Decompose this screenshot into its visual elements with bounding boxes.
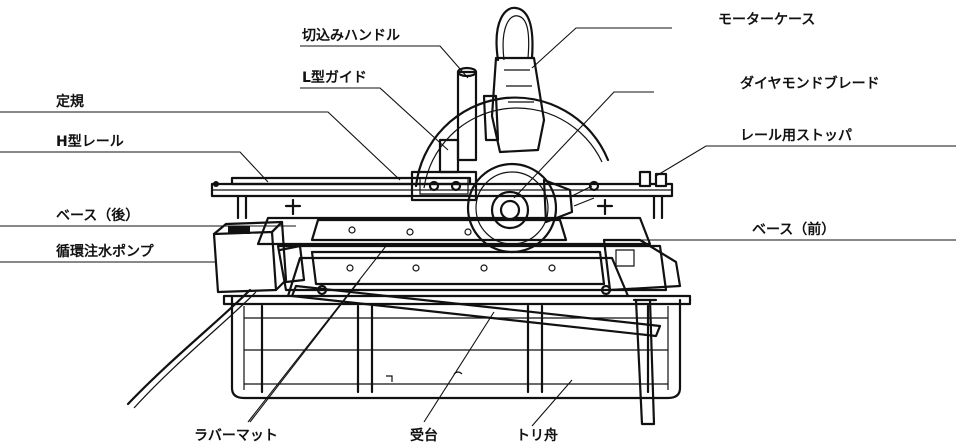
stand-drawing xyxy=(286,256,662,426)
label-h-rail: H型レール xyxy=(56,133,124,150)
label-motor-case: モーターケース xyxy=(718,12,815,28)
label-tray: トリ舟 xyxy=(516,427,558,444)
label-l-guide: L型ガイド xyxy=(302,69,367,86)
label-base-front: ベース（前） xyxy=(752,221,835,238)
leader-lines xyxy=(0,27,956,427)
h-rail-drawing xyxy=(210,170,674,220)
base-drawing xyxy=(256,216,682,296)
label-plunge-handle: 切込みハンドル xyxy=(302,27,400,44)
blade-drawing xyxy=(466,162,600,254)
label-base-rear: ベース（後） xyxy=(56,207,139,224)
tray-drawing xyxy=(222,294,692,400)
label-rail-stopper: レール用ストッパ xyxy=(740,128,852,144)
label-pump: 循環注水ポンプ xyxy=(56,243,155,260)
label-diamond-blade: ダイヤモンドブレード xyxy=(740,75,880,92)
label-stand: 受台 xyxy=(410,427,438,444)
label-ruler: 定規 xyxy=(56,93,84,110)
label-rubber-mat: ラバーマット xyxy=(194,428,278,444)
motor-drawing xyxy=(414,6,610,189)
carriage-drawing xyxy=(410,138,478,202)
pump-drawing xyxy=(126,220,306,409)
